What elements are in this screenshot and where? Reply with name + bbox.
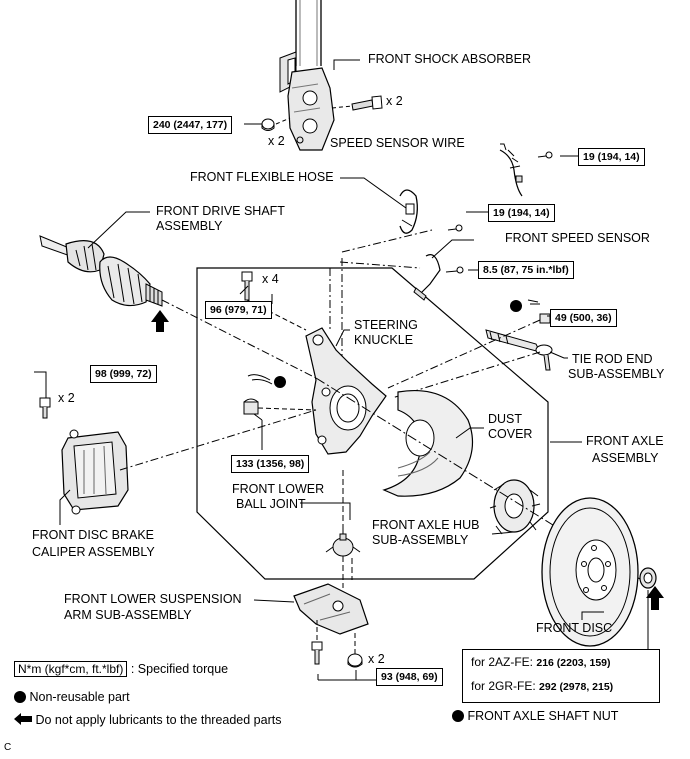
label-front-disc: FRONT DISC <box>536 621 613 635</box>
torque-speed-sensor-wire: 19 (194, 14) <box>578 148 645 166</box>
dust-cover-drawing <box>382 389 474 497</box>
axle-nut-row-2az-label: for 2AZ-FE: <box>471 655 534 669</box>
tie-rod-non-reusable-dot <box>510 300 522 312</box>
label-front-disc-brake-line2: CALIPER ASSEMBLY <box>32 545 155 559</box>
torque-flexible-hose: 19 (194, 14) <box>488 204 555 222</box>
legend-specified-torque: N*m (kgf*cm, ft.*lbf) : Specified torque <box>14 661 229 677</box>
no-lubricant-arrows <box>151 310 664 610</box>
label-front-drive-shaft-line1: FRONT DRIVE SHAFT <box>156 204 285 218</box>
label-front-speed-sensor: FRONT SPEED SENSOR <box>505 231 650 245</box>
legend-no-lubricant-text: Do not apply lubricants to the threaded … <box>35 713 282 727</box>
steering-knuckle-drawing <box>305 327 387 455</box>
lower-suspension-arm-drawing <box>293 583 369 635</box>
label-front-lower-suspension-line1: FRONT LOWER SUSPENSION <box>64 592 242 606</box>
legend-no-lubricant: Do not apply lubricants to the threaded … <box>14 713 281 727</box>
qty-knuckle-bolts: x 4 <box>262 272 279 286</box>
knuckle-bolt-drawing <box>241 271 253 301</box>
torque-knuckle-bolts: 96 (979, 71) <box>205 301 272 319</box>
torque-shock-bolts: 240 (2447, 177) <box>148 116 233 134</box>
shock-nut-drawing <box>261 118 275 131</box>
ball-joint-nut-drawing <box>243 398 259 415</box>
legend-torque-desc: : Specified torque <box>130 662 229 676</box>
qty-shock-bolts: x 2 <box>386 94 403 108</box>
cotter-pin-non-reusable-dot <box>274 376 286 388</box>
axle-nut-row-2gr-label: for 2GR-FE: <box>471 679 536 693</box>
label-steering-knuckle-line2: KNUCKLE <box>354 333 414 347</box>
axle-nut-row-2az-value: 216 (2203, 159) <box>536 657 611 669</box>
speed-sensor-wire-drawing <box>499 149 553 197</box>
label-tie-rod-end-line2: SUB-ASSEMBLY <box>568 367 665 381</box>
label-front-flexible-hose: FRONT FLEXIBLE HOSE <box>190 170 334 184</box>
non-reusable-dot-icon <box>452 710 464 722</box>
label-speed-sensor-wire: SPEED SENSOR WIRE <box>330 136 465 150</box>
torque-caliper-bolts: 98 (999, 72) <box>90 365 157 383</box>
label-front-axle-assembly-line2: ASSEMBLY <box>592 451 659 465</box>
front-disc-drawing <box>541 497 639 647</box>
front-speed-sensor-drawing <box>413 254 464 301</box>
label-front-axle-assembly-line1: FRONT AXLE <box>586 434 664 448</box>
torque-tie-rod-nut: 49 (500, 36) <box>550 309 617 327</box>
qty-shock-nuts: x 2 <box>268 134 285 148</box>
label-steering-knuckle-line1: STEERING <box>354 318 418 332</box>
axle-nut-torque-panel: for 2AZ-FE: 216 (2203, 159) for 2GR-FE: … <box>462 649 660 703</box>
label-front-shock-absorber: FRONT SHOCK ABSORBER <box>368 52 531 66</box>
suspension-arm-bolt-drawing <box>311 641 323 665</box>
drive-shaft-drawing <box>39 235 163 307</box>
label-front-lower-ball-joint-line1: FRONT LOWER <box>232 482 325 496</box>
label-front-axle-hub-line2: SUB-ASSEMBLY <box>372 533 469 547</box>
label-dust-cover-line1: DUST <box>488 412 523 426</box>
non-reusable-dot-icon <box>14 691 26 703</box>
torque-ball-joint-nut: 133 (1356, 98) <box>231 455 310 473</box>
corner-mark: C <box>4 742 12 753</box>
legend-torque-unit-box: N*m (kgf*cm, ft.*lbf) <box>14 661 128 677</box>
label-front-axle-shaft-nut: FRONT AXLE SHAFT NUT <box>452 709 618 723</box>
qty-suspension-arm-nuts: x 2 <box>368 652 385 666</box>
no-lubricant-arrow-icon <box>14 713 32 725</box>
qty-caliper-bolts: x 2 <box>58 391 75 405</box>
shock-absorber-drawing <box>279 0 335 151</box>
label-dust-cover-line2: COVER <box>488 427 533 441</box>
cotter-pin-drawing <box>247 374 273 385</box>
caliper-drawing <box>61 429 129 515</box>
torque-suspension-arm: 93 (948, 69) <box>376 668 443 686</box>
axle-hub-drawing <box>489 479 541 535</box>
axle-nut-drawing <box>639 567 657 589</box>
front-axle-shaft-nut-text: FRONT AXLE SHAFT NUT <box>467 709 619 723</box>
legend-non-reusable: Non-reusable part <box>14 690 130 704</box>
suspension-arm-nut-drawing <box>347 653 363 668</box>
torque-speed-sensor: 8.5 (87, 75 in.*lbf) <box>478 261 574 279</box>
axle-nut-row-2gr: for 2GR-FE: 292 (2978, 215) <box>471 679 613 693</box>
label-front-lower-suspension-line2: ARM SUB-ASSEMBLY <box>64 608 192 622</box>
label-front-disc-brake-line1: FRONT DISC BRAKE <box>32 528 155 542</box>
axle-nut-row-2gr-value: 292 (2978, 215) <box>539 681 614 693</box>
caliper-bolt-drawing <box>39 397 51 419</box>
shock-bolt-drawing <box>351 95 383 111</box>
lower-ball-joint-drawing <box>325 528 361 557</box>
label-front-lower-ball-joint-line2: BALL JOINT <box>236 497 306 511</box>
axle-nut-row-2az: for 2AZ-FE: 216 (2203, 159) <box>471 655 611 669</box>
label-front-axle-hub-line1: FRONT AXLE HUB <box>372 518 480 532</box>
label-front-drive-shaft-line2: ASSEMBLY <box>156 219 223 233</box>
legend-non-reusable-text: Non-reusable part <box>29 690 130 704</box>
label-tie-rod-end-line1: TIE ROD END <box>572 352 653 366</box>
flexible-hose-drawing <box>399 189 463 234</box>
